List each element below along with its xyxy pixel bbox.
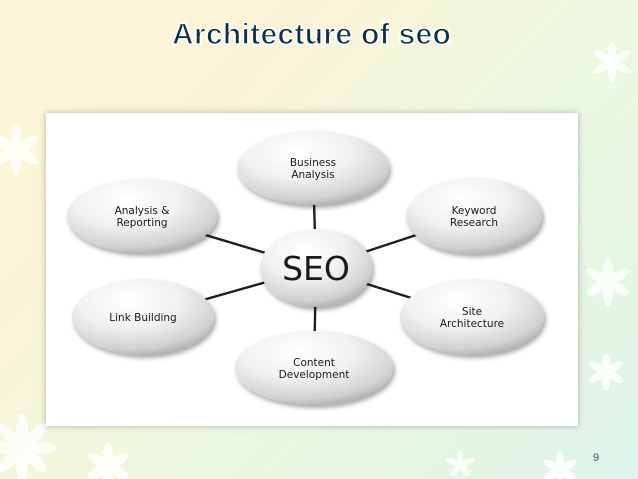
diagram-node: Analysis &Reporting	[67, 179, 217, 253]
node-ellipse	[67, 179, 217, 253]
center-label: SEO	[282, 249, 350, 288]
node-ellipse	[72, 279, 214, 355]
node-ellipse	[237, 131, 389, 205]
slide-title: Architecture of seo	[171, 17, 452, 51]
seo-center-node: SEO	[260, 229, 372, 307]
node-ellipse	[235, 331, 393, 405]
page-number: 9	[593, 452, 600, 464]
diagram-node: Link Building	[72, 279, 214, 355]
node-ellipse	[406, 178, 542, 254]
node-label: Link Building	[109, 312, 176, 324]
center-ellipse	[260, 229, 372, 307]
node-label: Analysis &Reporting	[115, 205, 170, 229]
node-ellipse	[400, 279, 544, 355]
